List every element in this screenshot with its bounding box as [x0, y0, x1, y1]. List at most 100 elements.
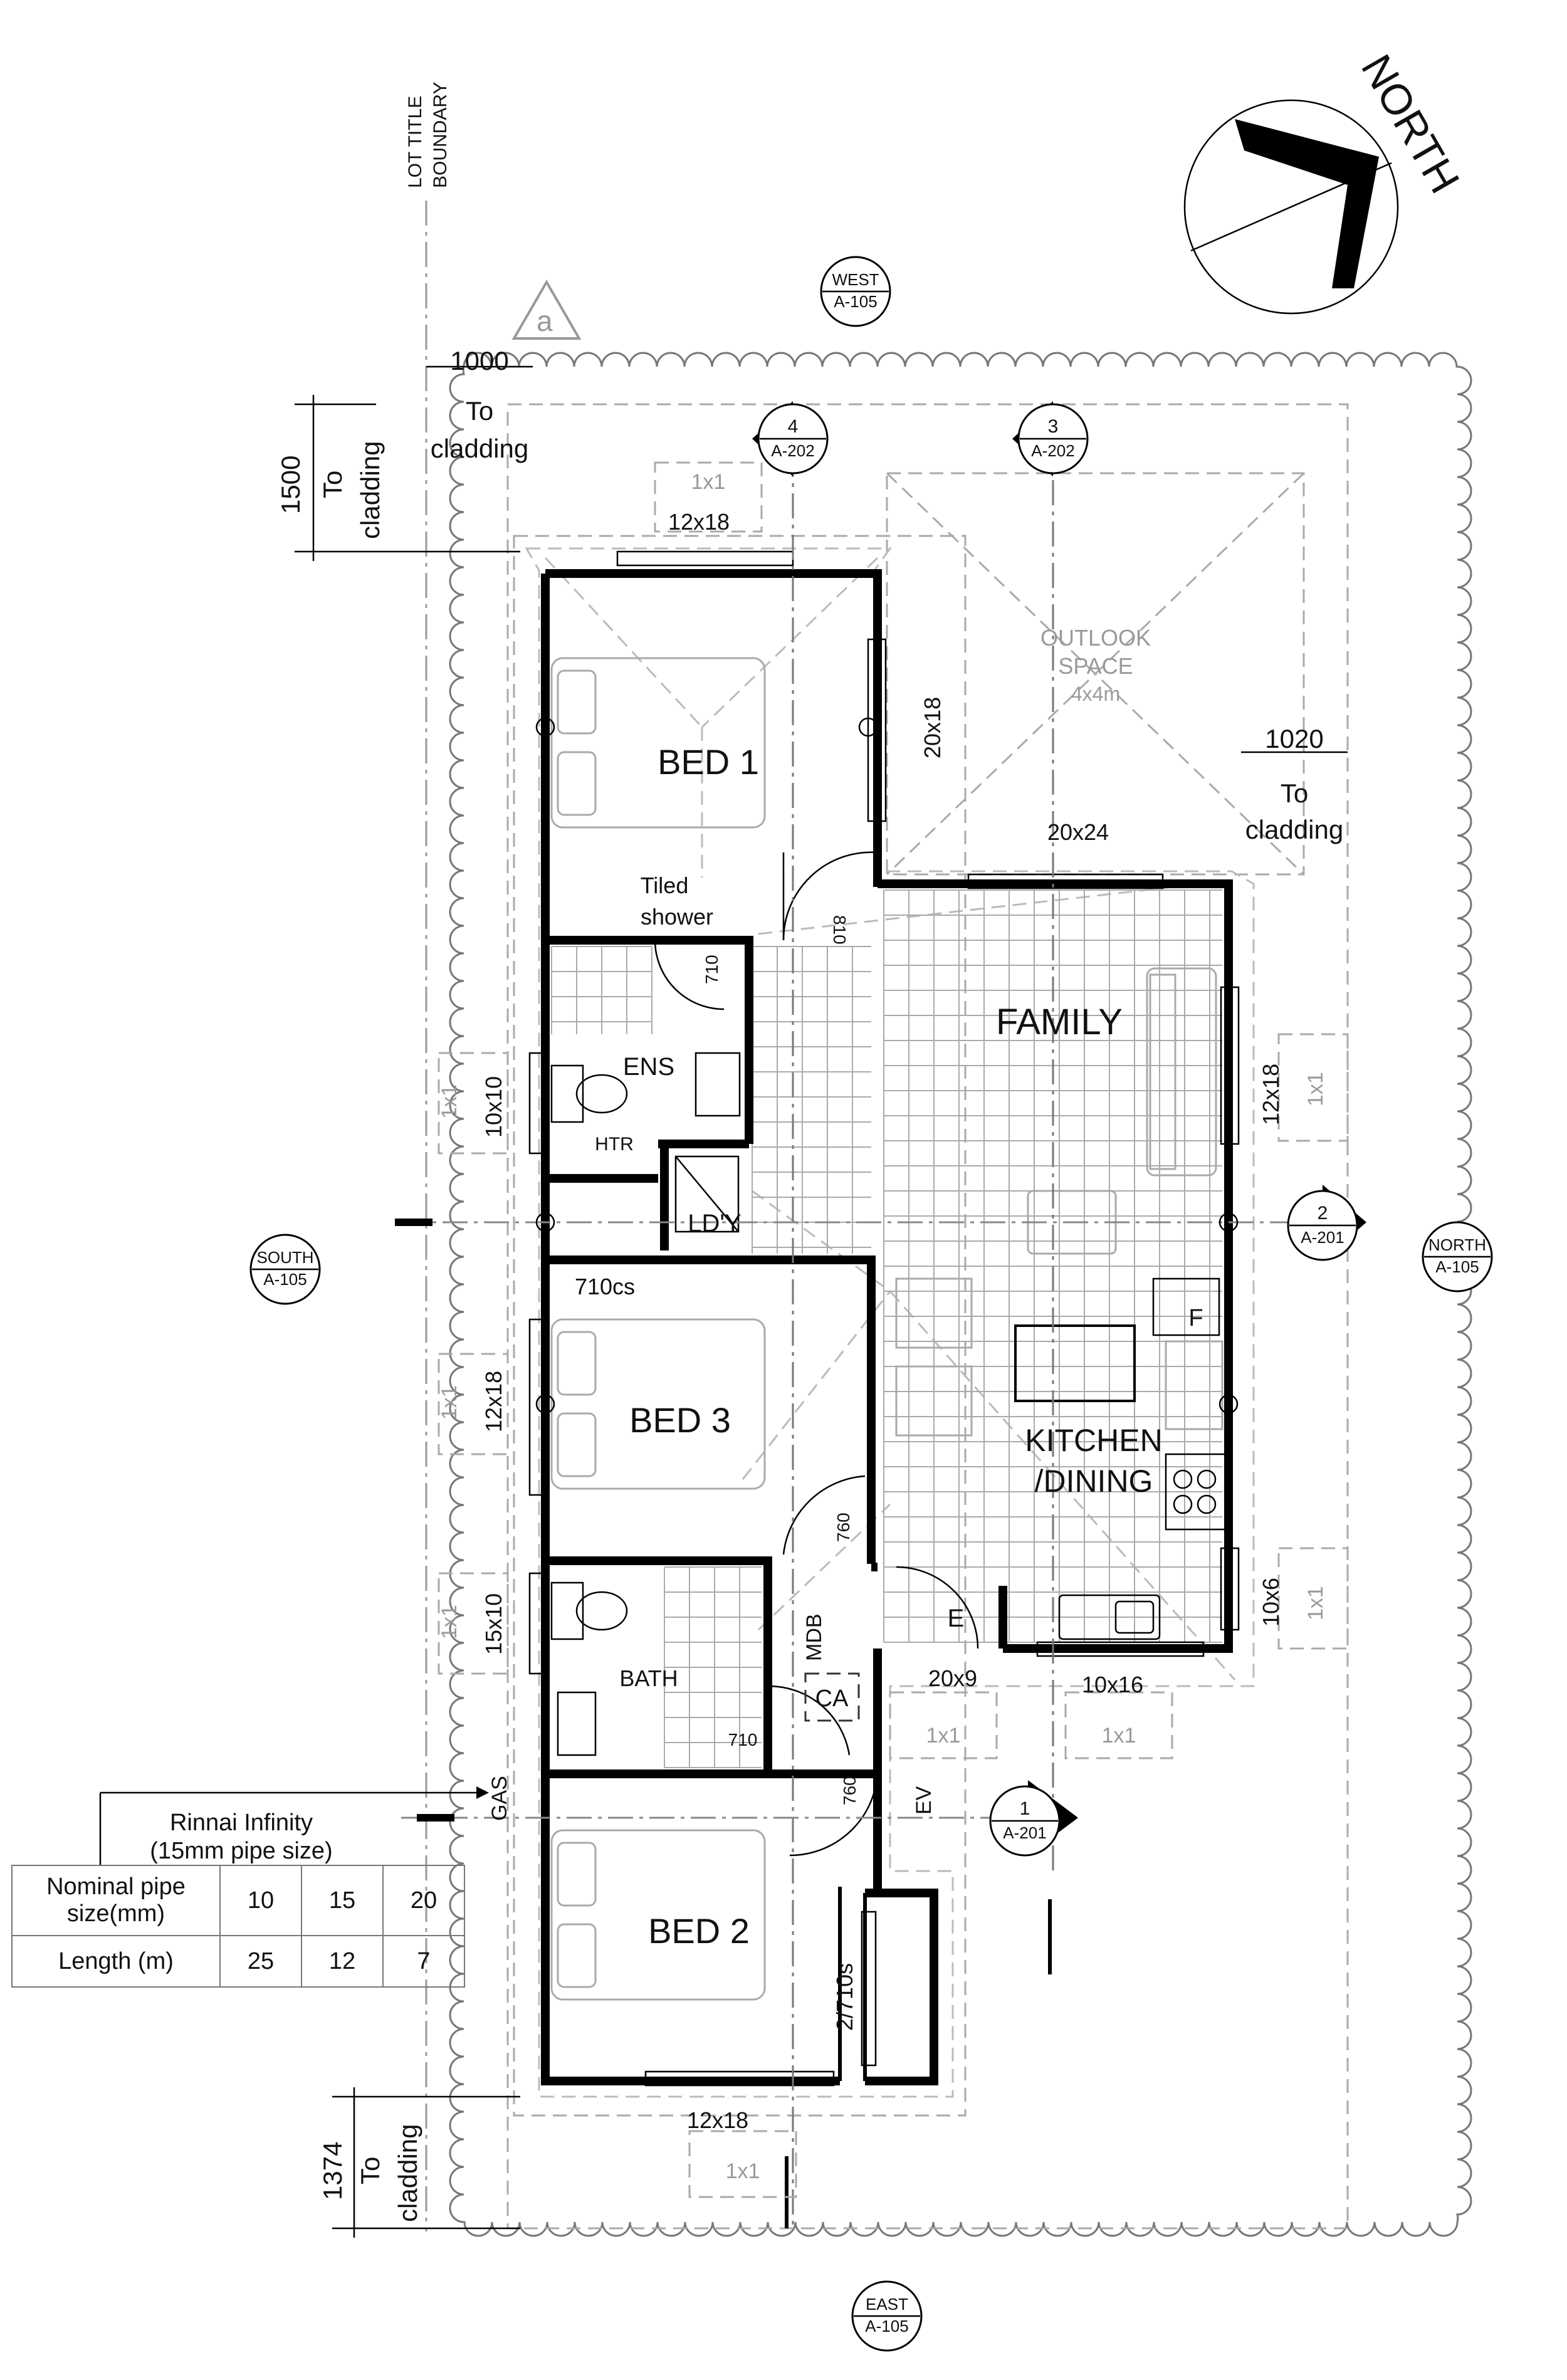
north-ref: A-105 [1435, 1257, 1479, 1276]
table-cell: 20 [382, 1865, 465, 1936]
table-row: Nominal pipe size(mm) 10 15 20 [11, 1865, 465, 1936]
dim-1500-cladding: cladding [355, 441, 385, 539]
win-bed3: 12x18 [481, 1371, 506, 1432]
dim-1020-cladding: cladding [1245, 815, 1343, 844]
room-label-ens: ENS [623, 1053, 674, 1081]
dim-1000-to: To [466, 396, 493, 426]
section-marker-4: 4 A-202 [749, 401, 829, 476]
outlook-line2: SPACE [1058, 653, 1133, 679]
gas-label: GAS [488, 1776, 511, 1821]
dim-1374-cladding: cladding [393, 2124, 422, 2222]
win-kitchen-side: 10x6 [1258, 1578, 1284, 1627]
south-ref: A-105 [263, 1270, 307, 1289]
setback-lines [506, 403, 1349, 2230]
table-row: Length (m) 25 12 7 [11, 1935, 465, 1988]
room-label-bed3: BED 3 [629, 1400, 731, 1440]
s1-ref: A-201 [1003, 1823, 1046, 1842]
win-bed2-bottom: 12x18 [687, 2107, 748, 2133]
dim-1020-to: To [1281, 778, 1308, 808]
rinnai-title: Rinnai Infinity [170, 1810, 313, 1836]
window-1x1-boxes [438, 461, 1349, 2198]
door-810: 810 [830, 915, 849, 945]
ev-label: EV [912, 1786, 936, 1815]
outlook-line1: OUTLOOK [1040, 625, 1151, 651]
elevation-marker-east: EAST A-105 [851, 2280, 923, 2352]
win-ens: 10x10 [481, 1076, 506, 1138]
table-cell: 15 [301, 1865, 384, 1936]
door-760-a: 760 [834, 1512, 853, 1542]
elevation-marker-north: NORTH A-105 [1422, 1221, 1493, 1292]
room-label-kitchen-1: KITCHEN [1025, 1423, 1162, 1458]
section-marker-1: 1 A-201 [989, 1780, 1078, 1857]
grid-targets [535, 717, 1239, 1414]
dim-1374: 1374 [318, 2142, 347, 2200]
room-label-htr: HTR [595, 1134, 634, 1155]
s4-ref: A-202 [771, 441, 814, 460]
section-marker-2: 2 A-201 [1287, 1185, 1366, 1261]
tiled-shower-2: shower [641, 904, 713, 930]
east-ref: A-105 [865, 2317, 908, 2335]
south-dir: SOUTH [257, 1248, 314, 1267]
table-cell: 12 [301, 1935, 384, 1988]
box-1x1-i: 1x1 [726, 2159, 760, 2183]
outlook-space: OUTLOOK SPACE 4x4m [886, 472, 1305, 876]
box-1x1-d: 1x1 [438, 1385, 461, 1420]
s4-num: 4 [788, 416, 799, 437]
north-dir: NORTH [1428, 1235, 1486, 1254]
rinnai-pipe-table: Nominal pipe size(mm) 10 15 20 Length (m… [11, 1865, 465, 1988]
furniture [550, 657, 1227, 2001]
door-710-b: 710 [728, 1730, 758, 1749]
dim-1020: 1020 [1265, 724, 1323, 753]
fridge-label: F [1188, 1305, 1203, 1331]
s3-ref: A-202 [1031, 441, 1074, 460]
room-label-bed2: BED 2 [648, 1911, 750, 1951]
win-bath: 15x10 [481, 1593, 506, 1655]
s2-num: 2 [1318, 1203, 1328, 1224]
dim-1000-cladding: cladding [431, 434, 528, 463]
table-cell: 10 [219, 1865, 302, 1936]
dim-1374-to: To [355, 2157, 385, 2184]
room-label-laundry: LD'Y [688, 1210, 741, 1237]
door-760-b: 760 [840, 1776, 859, 1805]
revision-label: a [537, 305, 553, 337]
ca-box: CA [804, 1672, 860, 1722]
win-lin: 710cs [575, 1274, 635, 1299]
win-bed1-side: 20x18 [920, 697, 945, 758]
rinnai-subtitle: (15mm pipe size) [150, 1838, 332, 1864]
revision-cloud [449, 352, 1472, 2237]
outlook-line3: 4x4m [1071, 683, 1120, 705]
elevation-marker-west: WEST A-105 [820, 256, 891, 327]
lot-boundary-line1: LOT TITLE [405, 96, 426, 188]
north-arrow: NORTH [1183, 47, 1469, 315]
box-1x1-f: 1x1 [1304, 1586, 1328, 1620]
win-bed2-robe: 2/710s [832, 1963, 857, 2031]
roof-lines [525, 547, 1255, 2098]
rinnai-leader: Rinnai Infinity (15mm pipe size) [99, 1786, 489, 1865]
room-label-bath: BATH [619, 1665, 678, 1691]
east-dir: EAST [866, 2295, 908, 2314]
win-kitchen-bottom: 10x16 [1082, 1672, 1143, 1697]
box-1x1-e: 1x1 [438, 1605, 461, 1639]
dim-1500-to: To [318, 471, 347, 498]
box-1x1-g: 1x1 [926, 1724, 961, 1748]
walls [541, 569, 1233, 2085]
win-family-side: 12x18 [1258, 1064, 1284, 1125]
room-label-entry: E [948, 1605, 965, 1632]
table-cell: Nominal pipe size(mm) [11, 1865, 221, 1936]
win-family-top: 20x24 [1047, 819, 1109, 845]
tiled-shower-1: Tiled [641, 873, 689, 898]
room-label-family: FAMILY [996, 1002, 1123, 1042]
win-bed1-top: 12x18 [668, 509, 730, 535]
box-1x1-b: 1x1 [1304, 1072, 1328, 1106]
doors [654, 851, 979, 1857]
west-dir: WEST [832, 270, 879, 289]
wet-area-tiles [551, 946, 762, 1768]
room-label-bed1: BED 1 [658, 742, 759, 782]
floor-tiles [752, 889, 1222, 1643]
table-cell: 25 [219, 1935, 302, 1988]
win-entry: 20x9 [928, 1665, 977, 1691]
box-1x1-h: 1x1 [1102, 1724, 1136, 1748]
box-1x1-c: 1x1 [438, 1084, 461, 1119]
table-cell: Length (m) [11, 1935, 221, 1988]
dim-1000: 1000 [450, 346, 508, 375]
